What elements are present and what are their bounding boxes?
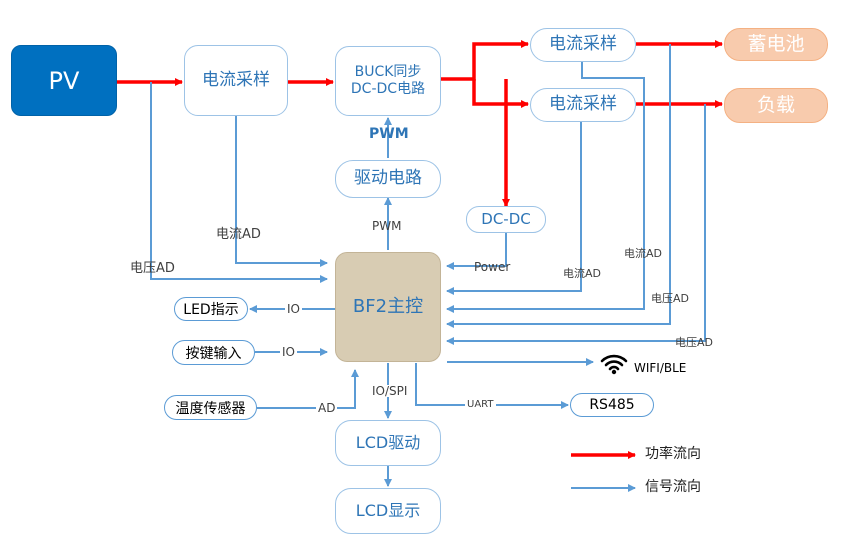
voltage-ad-battery-label: 电压AD: [651, 292, 689, 305]
temp-sensor-label: 温度传感器: [175, 400, 246, 417]
signal-voltage-ad-load: [446, 104, 706, 345]
wifi-label: WIFI/BLE: [634, 361, 687, 375]
wifi-icon: [600, 354, 628, 375]
power-label: Power: [474, 260, 511, 274]
load-current-sense-block: 电流采样: [530, 88, 636, 122]
io-led-label: IO: [285, 302, 302, 316]
signal-uart-rs485: [415, 363, 569, 409]
signal-current-ad-in: [235, 116, 328, 267]
input-current-sense-label: 电流采样: [202, 69, 270, 90]
load-label: 负载: [756, 93, 795, 116]
io-spi-label: IO/SPI: [371, 384, 409, 398]
led-indicator-block: LED指示: [174, 297, 248, 321]
battery-label: 蓄电池: [747, 32, 805, 55]
pwm-label-lower: PWM: [372, 219, 402, 233]
current-ad-in-label: 电流AD: [216, 227, 261, 242]
battery-current-sense-label: 电流采样: [549, 34, 617, 55]
legend-power-flow-label: 功率流向: [645, 446, 701, 462]
voltage-ad-in-label: 电压AD: [130, 261, 175, 276]
uart-label: UART: [465, 399, 496, 410]
signal-current-ad-battery: [446, 62, 645, 313]
lcd-driver-label: LCD驱动: [355, 433, 421, 452]
current-ad-battery-label: 电流AD: [624, 247, 662, 260]
rs485-label: RS485: [589, 397, 635, 413]
ad-temp-label: AD: [316, 401, 338, 415]
load-block: 负载: [724, 88, 828, 123]
power-line-buck-load-sense: [472, 79, 529, 108]
lcd-display-block: LCD显示: [335, 488, 441, 534]
dcdc-label: DC-DC: [481, 210, 531, 229]
current-ad-load-label: 电流AD: [563, 267, 601, 280]
load-current-sense-label: 电流采样: [549, 94, 617, 115]
buck-dcdc-block: BUCK同步 DC-DC电路: [335, 46, 441, 116]
led-indicator-label: LED指示: [183, 302, 239, 318]
mcu-block: BF2主控: [335, 252, 441, 362]
signal-power-to-mcu: [446, 232, 507, 270]
legend-signal-flow-label: 信号流向: [645, 479, 701, 495]
signal-current-ad-load: [446, 122, 582, 295]
io-keys-label: IO: [280, 345, 297, 359]
battery-block: 蓄电池: [724, 28, 828, 61]
power-line-buck-battery-sense: [441, 40, 529, 81]
key-input-label: 按键输入: [185, 345, 242, 362]
driver-block: 驱动电路: [335, 160, 441, 198]
signal-ad-temp: [257, 369, 359, 409]
pwm-label-upper: PWM: [369, 126, 409, 142]
signal-voltage-ad-in: [150, 82, 328, 283]
voltage-ad-load-label: 电压AD: [675, 336, 713, 349]
driver-label: 驱动电路: [354, 168, 422, 189]
buck-label-line1: BUCK同步: [354, 63, 422, 80]
dcdc-block: DC-DC: [466, 206, 546, 233]
rs485-block: RS485: [570, 393, 654, 417]
lcd-driver-block: LCD驱动: [335, 420, 441, 466]
key-input-block: 按键输入: [172, 340, 255, 365]
signal-voltage-ad-battery: [446, 44, 671, 328]
temp-sensor-block: 温度传感器: [164, 395, 257, 420]
battery-current-sense-block: 电流采样: [530, 28, 636, 62]
pv-label: PV: [48, 66, 80, 95]
buck-label-line2: DC-DC电路: [350, 81, 426, 97]
lcd-display-label: LCD显示: [355, 501, 421, 520]
mcu-label: BF2主控: [352, 295, 424, 317]
pv-source: PV: [11, 45, 117, 116]
input-current-sense-block: 电流采样: [184, 45, 288, 116]
